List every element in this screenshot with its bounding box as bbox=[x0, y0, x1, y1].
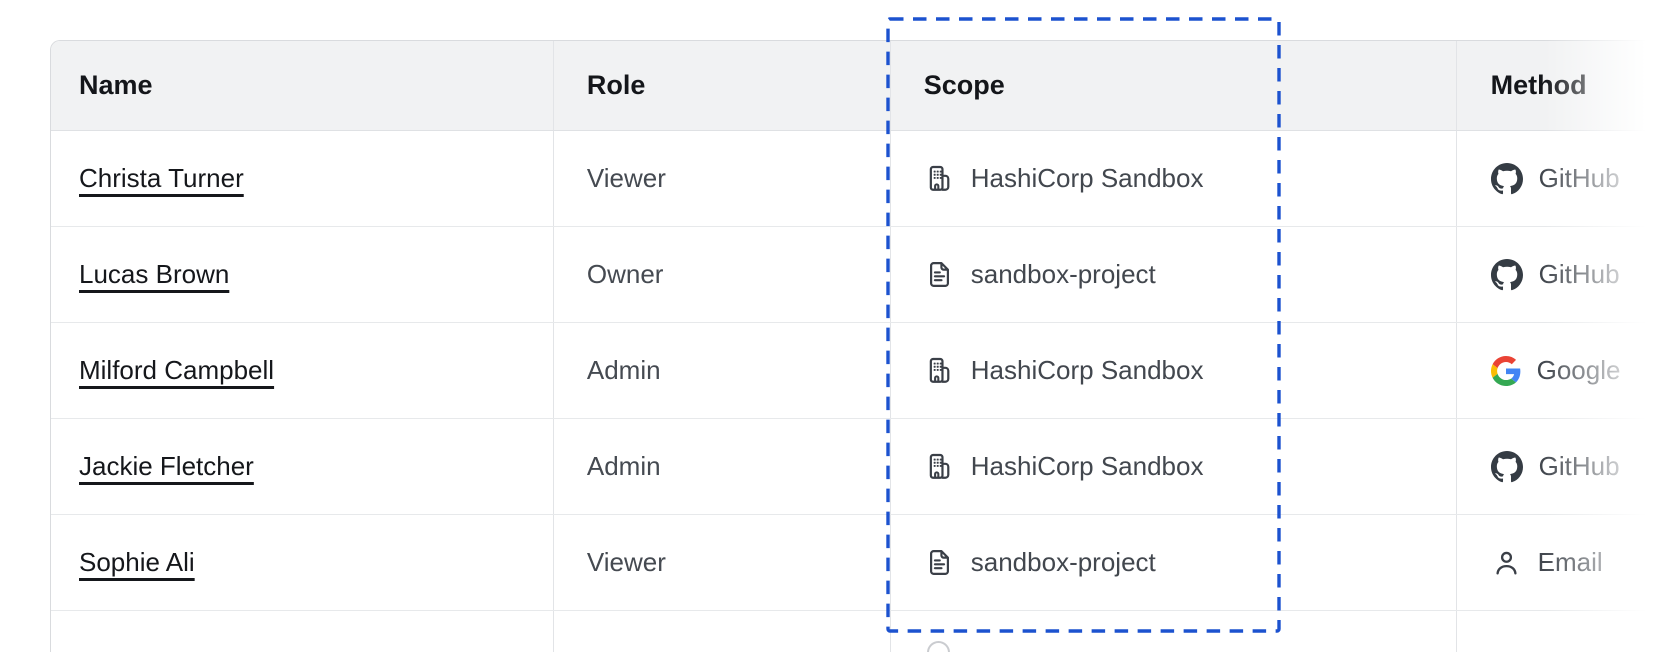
org-icon bbox=[929, 357, 950, 383]
method-value: Email bbox=[1537, 547, 1603, 577]
scope-value: sandbox-project bbox=[970, 259, 1156, 289]
method-value: GitHub bbox=[1538, 259, 1620, 289]
column-header-method: Method bbox=[1455, 41, 1672, 130]
name-cell: Christa Turner bbox=[51, 131, 553, 226]
scope-cell: HashiCorp Sandbox bbox=[889, 323, 1456, 418]
role-cell: Owner bbox=[552, 227, 890, 322]
role-value: Admin bbox=[586, 355, 661, 385]
org-icon bbox=[929, 165, 950, 191]
method-value: GitHub bbox=[1538, 451, 1620, 481]
method-cell: Google bbox=[1455, 323, 1672, 418]
members-table: Name Role Scope Method Christa Turner Vi… bbox=[50, 40, 1672, 652]
scope-cell: sandbox-project bbox=[889, 227, 1456, 322]
partial-scope-icon bbox=[926, 641, 950, 652]
name-cell: Milford Campbell bbox=[51, 323, 553, 418]
member-name-link[interactable]: Sophie Ali bbox=[79, 547, 195, 577]
column-header-scope: Scope bbox=[889, 41, 1456, 130]
table-row: Christa Turner Viewer HashiCorp Sandbox … bbox=[51, 131, 1672, 227]
table-row: Lucas Brown Owner sandbox-project GitHub bbox=[51, 227, 1672, 323]
table-row-partial bbox=[51, 611, 1672, 652]
role-value: Admin bbox=[586, 451, 661, 481]
google-icon bbox=[1490, 355, 1520, 386]
scope-value: HashiCorp Sandbox bbox=[970, 451, 1204, 481]
member-name-link[interactable]: Milford Campbell bbox=[79, 355, 275, 385]
file-icon bbox=[929, 550, 949, 575]
github-icon bbox=[1490, 258, 1523, 290]
scope-cell: HashiCorp Sandbox bbox=[889, 419, 1456, 514]
table-row: Sophie Ali Viewer sandbox-project Email bbox=[51, 515, 1672, 611]
method-cell: GitHub bbox=[1455, 227, 1672, 322]
method-cell: Email bbox=[1455, 515, 1672, 610]
scope-value: HashiCorp Sandbox bbox=[970, 355, 1204, 385]
role-value: Viewer bbox=[586, 547, 666, 577]
name-cell: Jackie Fletcher bbox=[51, 419, 553, 514]
github-icon bbox=[1490, 162, 1523, 194]
scope-value: HashiCorp Sandbox bbox=[970, 163, 1204, 193]
table-header-row: Name Role Scope Method bbox=[51, 41, 1672, 131]
method-cell: GitHub bbox=[1455, 419, 1672, 514]
column-header-role: Role bbox=[552, 41, 890, 130]
github-icon bbox=[1490, 450, 1523, 482]
method-value: Google bbox=[1536, 355, 1621, 385]
file-icon bbox=[929, 262, 949, 287]
org-icon bbox=[929, 453, 950, 479]
email-icon bbox=[1496, 551, 1517, 575]
member-name-link[interactable]: Christa Turner bbox=[79, 163, 244, 193]
role-cell: Viewer bbox=[552, 515, 890, 610]
column-header-name: Name bbox=[79, 70, 153, 100]
role-cell: Admin bbox=[552, 419, 890, 514]
scope-cell: sandbox-project bbox=[889, 515, 1456, 610]
name-cell: Sophie Ali bbox=[51, 515, 553, 610]
table-row: Jackie Fletcher Admin HashiCorp Sandbox … bbox=[51, 419, 1672, 515]
name-cell: Lucas Brown bbox=[51, 227, 553, 322]
scope-value: sandbox-project bbox=[970, 547, 1156, 577]
role-value: Viewer bbox=[586, 163, 666, 193]
table-body: Christa Turner Viewer HashiCorp Sandbox … bbox=[51, 131, 1672, 611]
role-cell: Admin bbox=[552, 323, 890, 418]
method-cell: GitHub bbox=[1455, 131, 1672, 226]
member-name-link[interactable]: Lucas Brown bbox=[79, 259, 230, 289]
role-cell: Viewer bbox=[552, 131, 890, 226]
scope-cell: HashiCorp Sandbox bbox=[889, 131, 1456, 226]
role-value: Owner bbox=[586, 259, 664, 289]
method-value: GitHub bbox=[1538, 163, 1620, 193]
member-name-link[interactable]: Jackie Fletcher bbox=[79, 451, 254, 481]
table-row: Milford Campbell Admin HashiCorp Sandbox… bbox=[51, 323, 1672, 419]
